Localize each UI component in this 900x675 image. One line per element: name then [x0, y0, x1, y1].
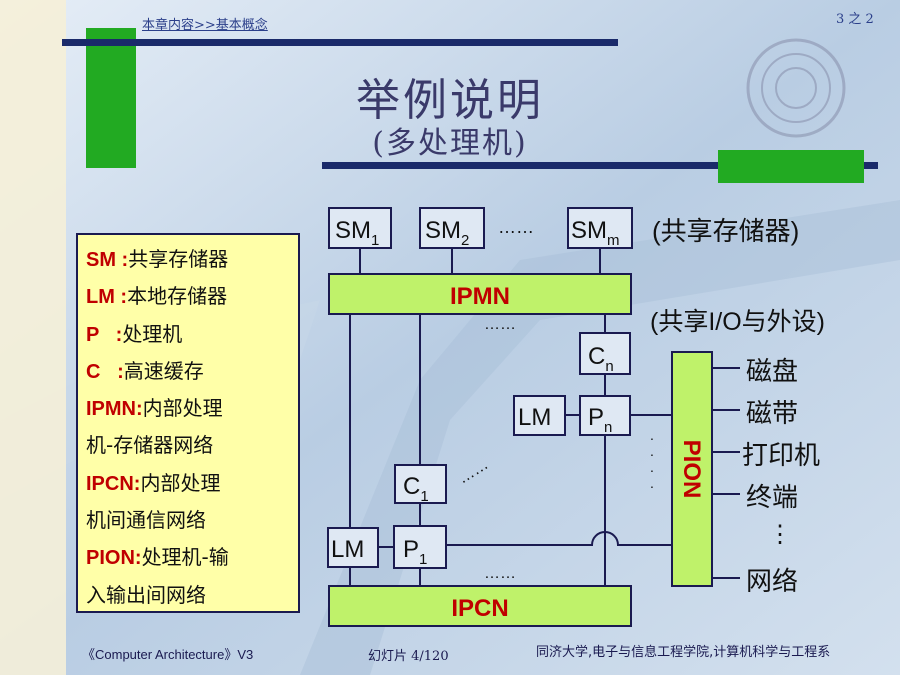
sm-ellipsis: …… [498, 217, 534, 237]
local-memory-1-box: LM [327, 527, 379, 568]
svg-text:IPMN: IPMN [450, 283, 510, 310]
device-printer: 打印机 [742, 440, 820, 470]
svg-text:IPCN: IPCN [451, 595, 508, 622]
svg-text:LM: LM [518, 404, 551, 431]
sm2-box: SM2 [419, 207, 485, 249]
shared-io-label: (共享I/O与外设) [650, 308, 825, 336]
legend-line: PION:处理机-输 [86, 545, 229, 570]
device-disk: 磁盘 [746, 356, 798, 386]
green-block-left [86, 28, 136, 168]
sm1-box: SM1 [328, 207, 392, 249]
cache-1-box: C1 [394, 464, 447, 505]
cache-n-box: Cn [579, 332, 631, 375]
footer-course-title: 《Computer Architecture》V3 [82, 647, 254, 662]
pion-bus: PION [671, 351, 713, 587]
ipcn-bus: IPCN [328, 585, 632, 627]
ipmn-bus: IPMN [328, 273, 632, 315]
green-block-right [718, 150, 864, 183]
svg-text:LM: LM [331, 536, 364, 563]
legend-box: SM :共享存储器 LM :本地存储器 P :处理机 C :高速缓存 IPMN:… [76, 233, 300, 613]
svg-text:C1: C1 [403, 473, 429, 505]
svg-text:SM2: SM2 [425, 217, 469, 249]
processor-1-box: P1 [393, 525, 447, 569]
legend-line: IPCN:内部处理 [86, 470, 221, 495]
legend-line: LM :本地存储器 [86, 284, 228, 309]
device-terminal: 终端 [746, 482, 798, 512]
device-network: 网络 [746, 566, 798, 596]
ipcn-ellipsis: …… [484, 565, 516, 582]
svg-text:.: . [650, 459, 654, 475]
svg-text:.: . [650, 443, 654, 459]
slide-subtitle: (多处理机) [372, 126, 528, 161]
svg-text:P1: P1 [403, 536, 427, 568]
processor-n-box: Pn [579, 395, 631, 436]
ipmn-ellipsis: …… [484, 316, 516, 333]
legend-line: P :处理机 [86, 321, 183, 346]
legend-line: SM :共享存储器 [86, 247, 229, 271]
breadcrumb[interactable]: 本章内容>>基本概念 [142, 18, 268, 33]
footer-institution: 同济大学,电子与信息工程学院,计算机科学与工程系 [536, 645, 831, 660]
svg-text:PION: PION [678, 440, 705, 499]
pion-dots-1: . [650, 427, 654, 443]
legend-line: C :高速缓存 [86, 358, 204, 383]
svg-text:SMm: SMm [571, 217, 620, 249]
legend-line: IPMN:内部处理 [86, 396, 223, 421]
university-seal-icon [746, 38, 846, 138]
svg-text:.: . [650, 475, 654, 491]
svg-text:Pn: Pn [588, 404, 612, 436]
legend-line: 入输出间网络 [86, 582, 206, 607]
smm-box: SMm [567, 207, 633, 249]
svg-text:Cn: Cn [588, 343, 614, 375]
legend-line: 机-存储器网络 [86, 433, 214, 458]
footer-slide-number: 幻灯片 4/120 [368, 649, 449, 664]
device-tape: 磁带 [746, 398, 798, 428]
processor-ellipsis: …… [455, 456, 491, 487]
section-page-count: 3 之 2 [836, 12, 874, 27]
sm1-label: SM [335, 217, 371, 244]
svg-text:SM1: SM1 [335, 217, 379, 249]
device-ellipsis: ⋮ [768, 521, 792, 548]
slide-title: 举例说明 [356, 75, 544, 126]
title-rule [322, 162, 878, 169]
shared-memory-label: (共享存储器) [652, 216, 799, 246]
top-rule [62, 39, 618, 46]
sm1-sub: 1 [371, 232, 379, 249]
local-memory-n-box: LM [513, 395, 566, 436]
left-margin-strip [0, 0, 66, 675]
legend-line: 机间通信网络 [86, 508, 206, 533]
